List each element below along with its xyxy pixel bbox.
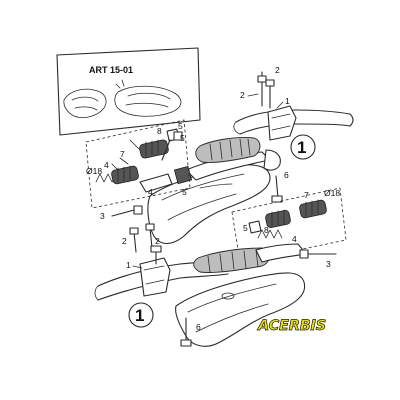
screw-2-mid-b (145, 223, 155, 249)
brand-logo-text: ACERBIS (257, 318, 326, 334)
leader-1-bottom (132, 265, 143, 269)
ring-5-right (248, 220, 262, 234)
leader-lines-top (247, 93, 284, 109)
insert-upper (139, 165, 193, 193)
grip-insert-right-1 (265, 209, 291, 228)
mount-arm-lower (255, 243, 307, 263)
grip-insert-left-1 (111, 165, 139, 185)
screw-6-lower (180, 317, 192, 347)
label-4-upper: 4 (148, 187, 153, 197)
label-7-kit-left: 7 (120, 149, 125, 159)
svg-text:1: 1 (135, 306, 144, 325)
callout-circle-1-bottom: 1 (128, 302, 154, 328)
label-4-kit-right: 4 (292, 234, 297, 244)
screw-top-2 (265, 79, 275, 109)
inset-arrow (115, 79, 125, 89)
grip-upper (195, 137, 261, 163)
label-7-kit-right: 7 (304, 190, 309, 200)
label-8-kit-left: 8 (157, 126, 162, 136)
svg-text:1: 1 (297, 138, 306, 157)
label-2-top: 2 (275, 65, 280, 75)
label-1-bottom: 1 (126, 260, 131, 270)
screw-2-mid-a (129, 227, 139, 253)
kit-box-right (231, 187, 347, 263)
callout-circle-1-top: 1 (290, 134, 316, 160)
label-5-upper: 5 (182, 187, 187, 197)
label-2-top-b: 2 (240, 90, 245, 100)
label-2-mid-a: 2 (122, 236, 127, 246)
screw-top-1 (257, 71, 267, 107)
label-4-kit-left: 4 (104, 160, 109, 170)
inset-handguard-left (63, 88, 107, 118)
label-6-upper: 6 (284, 170, 289, 180)
inset-title: ART 15-01 (89, 65, 133, 75)
label-5-kit-right: 5 (243, 223, 248, 233)
grip-insert-right-2 (299, 199, 327, 219)
label-5-kit-left: 5 (178, 121, 183, 131)
clamp-top (267, 105, 297, 141)
inset-border (56, 47, 201, 136)
label-8-kit-right: 8 (264, 225, 269, 235)
label-3-mid: 3 (100, 211, 105, 221)
inset-panel: ART 15-01 (56, 47, 201, 136)
screw-3-mid (111, 205, 143, 217)
leaders-kit-left (111, 139, 141, 171)
label-3-lower: 3 (326, 259, 331, 269)
bolt-3-lower (299, 249, 337, 259)
bolt-upper-left-kit (161, 131, 183, 161)
label-1-top: 1 (285, 96, 290, 106)
acerbis-logo: ACERBIS (257, 318, 327, 335)
bolt-bottom-clamp (150, 245, 162, 265)
label-d18-kit-left: Ø18 (86, 166, 102, 176)
clamp-bottom (139, 257, 171, 297)
grip-insert-left-2 (139, 139, 169, 159)
label-5-upper-right: 5 (180, 133, 185, 143)
grip-lower (193, 247, 270, 273)
spring-right (257, 229, 283, 239)
screw-6-upper (271, 175, 283, 203)
handlebar-right (233, 109, 354, 135)
handguard-lower (175, 272, 306, 347)
label-6-lower: 6 (196, 322, 201, 332)
label-d18-kit-right: Ø18 (324, 188, 340, 198)
inset-handguard-right (114, 85, 182, 117)
label-2-mid-b: 2 (155, 236, 160, 246)
